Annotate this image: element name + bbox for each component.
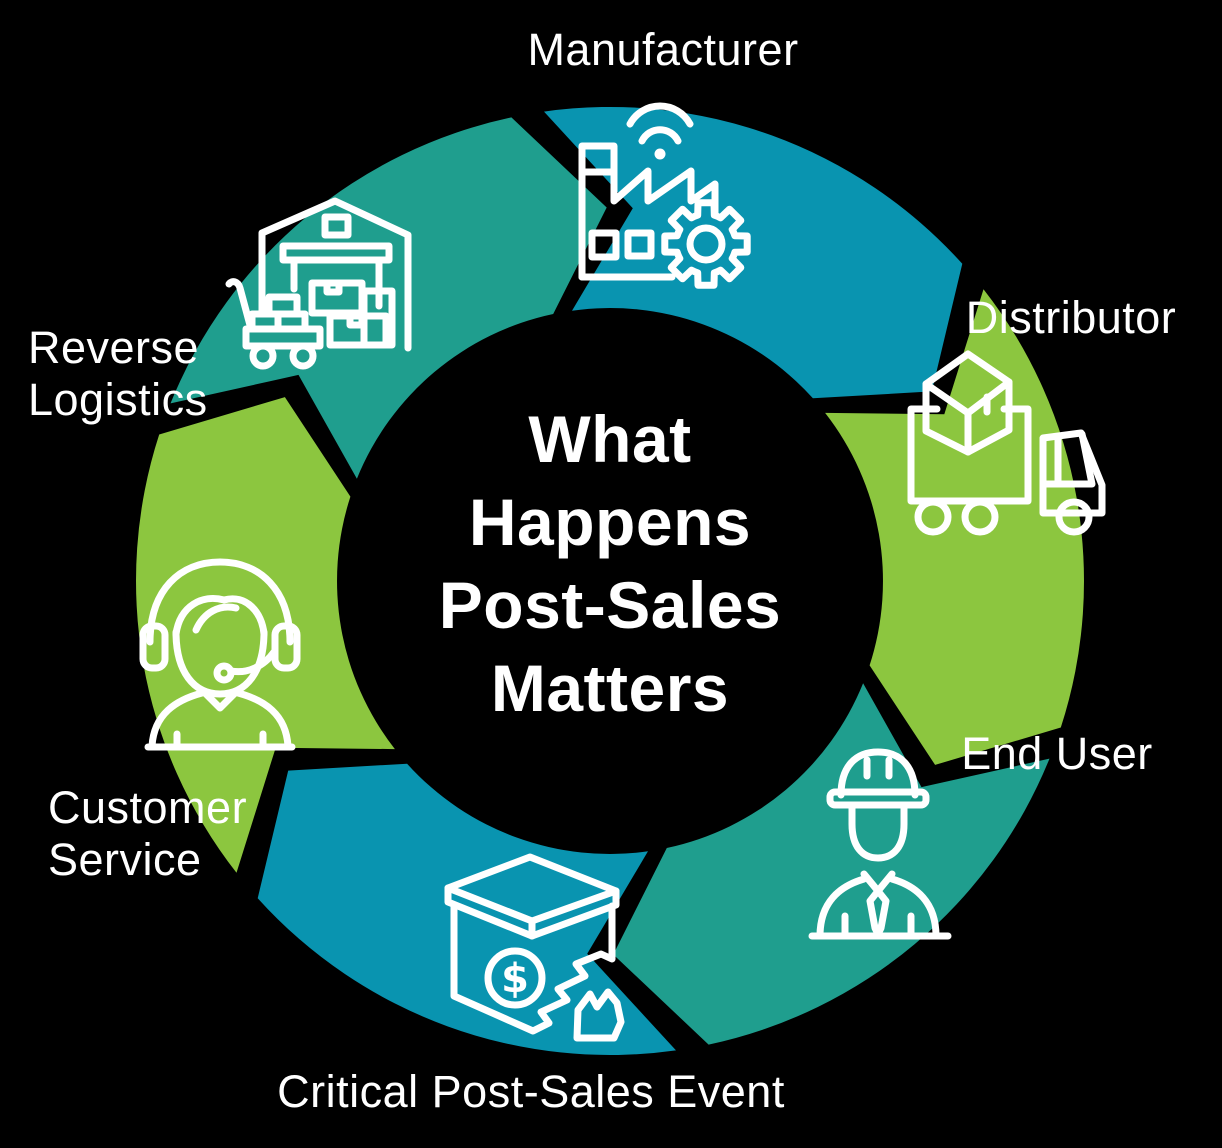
label-critical-post-sales-event: Critical Post-Sales Event: [277, 1066, 785, 1117]
wifi-icon: [626, 102, 694, 160]
construction-worker-icon: [808, 748, 952, 940]
label-reverse-logistics: Reverse Logistics: [28, 322, 208, 425]
page-title: What Happens Post-Sales Matters: [438, 402, 782, 725]
factory-gear-icon: [578, 102, 751, 289]
label-customer-service: Customer Service: [48, 782, 248, 885]
delivery-truck-icon: [907, 350, 1106, 536]
dollar-sign: $: [501, 956, 529, 1002]
gear-icon: [661, 199, 751, 289]
support-agent-icon: [139, 558, 301, 751]
label-end-user: End User: [961, 728, 1153, 779]
label-manufacturer: Manufacturer: [527, 24, 799, 75]
warehouse-trolley-icon: [225, 197, 412, 370]
label-distributor: Distributor: [965, 292, 1177, 343]
broken-box-dollar-icon: $: [444, 853, 625, 1042]
segment-end-user: [613, 683, 1050, 1045]
